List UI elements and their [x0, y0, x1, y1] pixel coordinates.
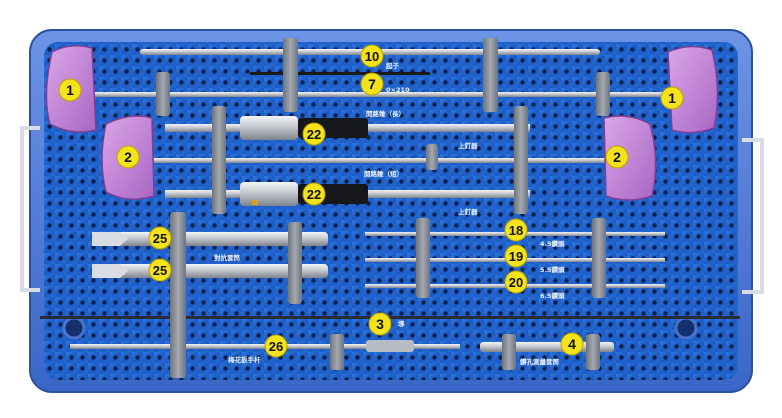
instrument-short-awl-2-right-handle[interactable]	[603, 115, 657, 201]
callout-number: 3	[376, 316, 384, 332]
instrument-sleeve-25b-fork	[92, 264, 128, 278]
callout-number: 2	[613, 149, 621, 165]
callout-c1b: 1	[660, 86, 684, 110]
left-tray-handle[interactable]	[20, 126, 40, 292]
instrument-nail-inserter-22a-body[interactable]	[240, 116, 298, 140]
callout-c25a: 25	[148, 226, 172, 250]
engraving-row7: 0×210	[386, 86, 410, 94]
callout-number: 7	[368, 76, 376, 92]
engraving-plum-wrench: 梅花扳手杆	[228, 355, 261, 364]
engraving-upper-nail-1: 上釘器	[458, 141, 478, 150]
callout-c1a: 1	[58, 78, 82, 102]
instrument-nail-inserter-22b-body[interactable]	[240, 182, 298, 206]
callout-number: 1	[668, 90, 676, 106]
callout-circle	[504, 218, 528, 242]
callout-number: 2	[124, 149, 132, 165]
callout-circle	[58, 78, 82, 102]
engraving-upper-nail-2: 上釘器	[458, 207, 478, 216]
callout-c18: 18	[504, 218, 528, 242]
callout-c3: 3	[368, 312, 392, 336]
callout-number: 25	[153, 263, 167, 278]
callout-c22b: 22	[302, 182, 326, 206]
right-tray-handle[interactable]	[742, 138, 764, 294]
callout-circle	[360, 72, 384, 96]
callout-circle	[560, 332, 584, 356]
engraving-short-awl: 開路錐（短）	[364, 169, 403, 178]
callout-c25b: 25	[148, 258, 172, 282]
engraving-anti-rotation: 對抗套筒	[214, 253, 241, 262]
callout-number: 22	[307, 127, 321, 142]
callout-c20: 20	[504, 270, 528, 294]
callout-c10: 10	[360, 44, 384, 68]
callout-number: 4	[568, 336, 576, 352]
engraving-drill-65: 6.5鑽頭	[540, 291, 565, 300]
callout-c22a: 22	[302, 122, 326, 146]
engraving-row10: 起子	[385, 61, 400, 70]
engraving-drill-55: 5.5鑽頭	[540, 265, 565, 274]
instrument-nail-inserter-22b-gold-tab	[252, 200, 258, 205]
instrument-sleeve-25a-fork	[92, 232, 128, 246]
callout-c2a: 2	[116, 145, 140, 169]
corner-grommet-br	[674, 316, 698, 340]
instrument-rod-7[interactable]	[250, 72, 430, 75]
instrument-long-awl-1-shaft[interactable]	[92, 92, 672, 97]
callout-c26: 26	[264, 334, 288, 358]
callout-number: 10	[365, 49, 379, 64]
callout-circle	[148, 226, 172, 250]
callout-circle	[504, 244, 528, 268]
instrument-guide-wire-3[interactable]	[40, 316, 740, 319]
callout-number: 20	[509, 275, 523, 290]
engraving-long-awl: 開路錐（長）	[366, 109, 405, 118]
engraving-guide-wire: 導	[398, 319, 405, 328]
callout-c4: 4	[560, 332, 584, 356]
callout-c7: 7	[360, 72, 384, 96]
callout-c19: 19	[504, 244, 528, 268]
callout-c2b: 2	[605, 145, 629, 169]
callout-circle	[368, 312, 392, 336]
callout-number: 25	[153, 231, 167, 246]
corner-grommet-bl	[62, 316, 86, 340]
callout-circle	[660, 86, 684, 110]
callout-number: 19	[509, 249, 523, 264]
callout-number: 1	[66, 82, 74, 98]
callout-circle	[148, 258, 172, 282]
callout-number: 18	[509, 223, 523, 238]
callout-circle	[605, 145, 629, 169]
callout-circle	[360, 44, 384, 68]
instrument-plum-wrench-26-knurl	[366, 340, 414, 352]
engraving-drill-45: 4.5鑽頭	[540, 239, 565, 248]
silicone-holders	[156, 38, 610, 378]
callout-circle	[116, 145, 140, 169]
engraving-depth-gauge: 鑽孔測量套筒	[520, 357, 560, 366]
instrument-long-awl-1-right-handle[interactable]	[667, 45, 719, 134]
callout-number: 26	[269, 339, 283, 354]
callout-circle	[504, 270, 528, 294]
callout-circle	[264, 334, 288, 358]
callout-circle	[302, 182, 326, 206]
callout-number: 22	[307, 187, 321, 202]
instrument-short-awl-2-shaft[interactable]	[150, 158, 610, 163]
callout-circle	[302, 122, 326, 146]
